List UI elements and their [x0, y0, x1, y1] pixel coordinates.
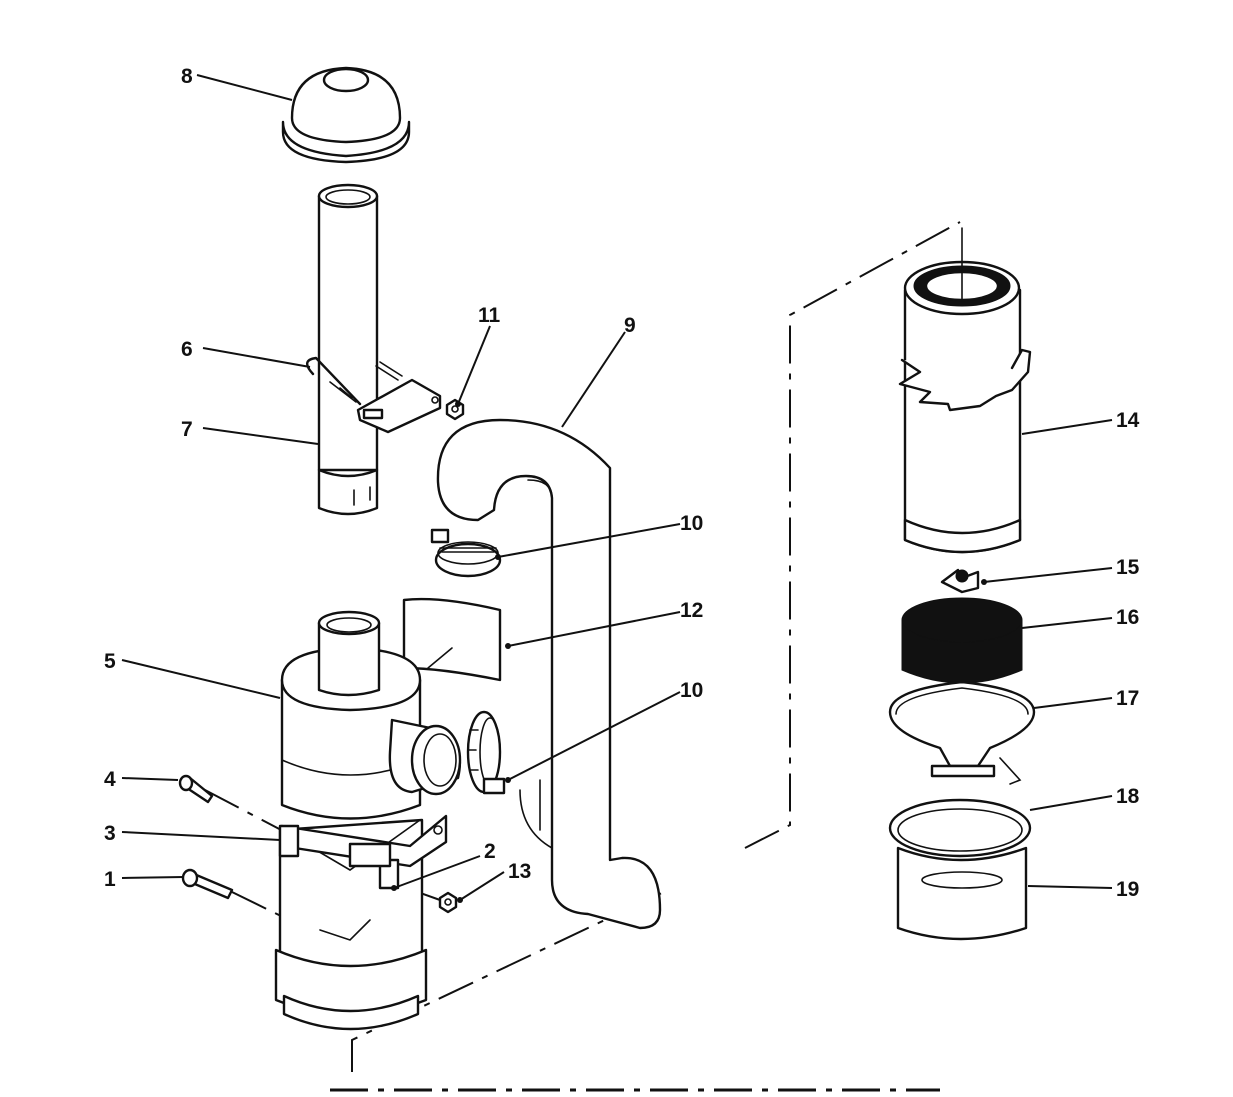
callout-6: 6 [181, 338, 193, 361]
callout-7: 7 [181, 418, 193, 441]
dust-cup-bowl [896, 846, 1028, 941]
filter-element [898, 227, 1032, 554]
callout-4: 4 [104, 768, 116, 791]
callout-labels: 8 6 7 11 9 10 12 10 5 4 3 1 2 13 14 15 1… [104, 65, 1140, 901]
callout-18: 18 [1116, 785, 1140, 808]
callout-11: 11 [478, 304, 501, 327]
callout-10-lower: 10 [680, 679, 703, 702]
j-inlet-hose [436, 418, 662, 930]
callout-14: 14 [1116, 409, 1140, 432]
callout-17: 17 [1116, 687, 1139, 710]
air-cleaner-body [274, 610, 462, 1031]
nut-13 [438, 891, 458, 914]
callout-8: 8 [181, 65, 193, 88]
callout-12: 12 [680, 599, 703, 622]
callout-3: 3 [104, 822, 116, 845]
carriage-bolt-4 [178, 774, 214, 804]
mounting-band [278, 814, 448, 890]
hose-clamp-lower [466, 710, 506, 795]
tube-clamp-bracket [356, 378, 442, 434]
callout-10-upper: 10 [680, 512, 703, 535]
dust-cup-ring [888, 798, 1032, 858]
callout-15: 15 [1116, 556, 1140, 579]
rain-cap [281, 66, 411, 164]
callout-5: 5 [104, 650, 116, 673]
leader-lines [121, 74, 1113, 903]
hose-clamp-upper [430, 528, 502, 578]
callout-1: 1 [104, 868, 116, 891]
inlet-tube [317, 183, 379, 516]
wing-nut [940, 568, 980, 594]
carriage-bolt-1 [181, 868, 234, 900]
callout-16: 16 [1116, 606, 1139, 629]
u-bolt [306, 356, 403, 406]
callout-13: 13 [508, 860, 531, 883]
pre-cleaner-sleeve [901, 597, 1023, 684]
wrap-sheet [402, 597, 502, 682]
callout-19: 19 [1116, 878, 1139, 901]
band-clamp [888, 680, 1036, 785]
callout-2: 2 [484, 840, 496, 863]
callout-9: 9 [624, 314, 636, 337]
